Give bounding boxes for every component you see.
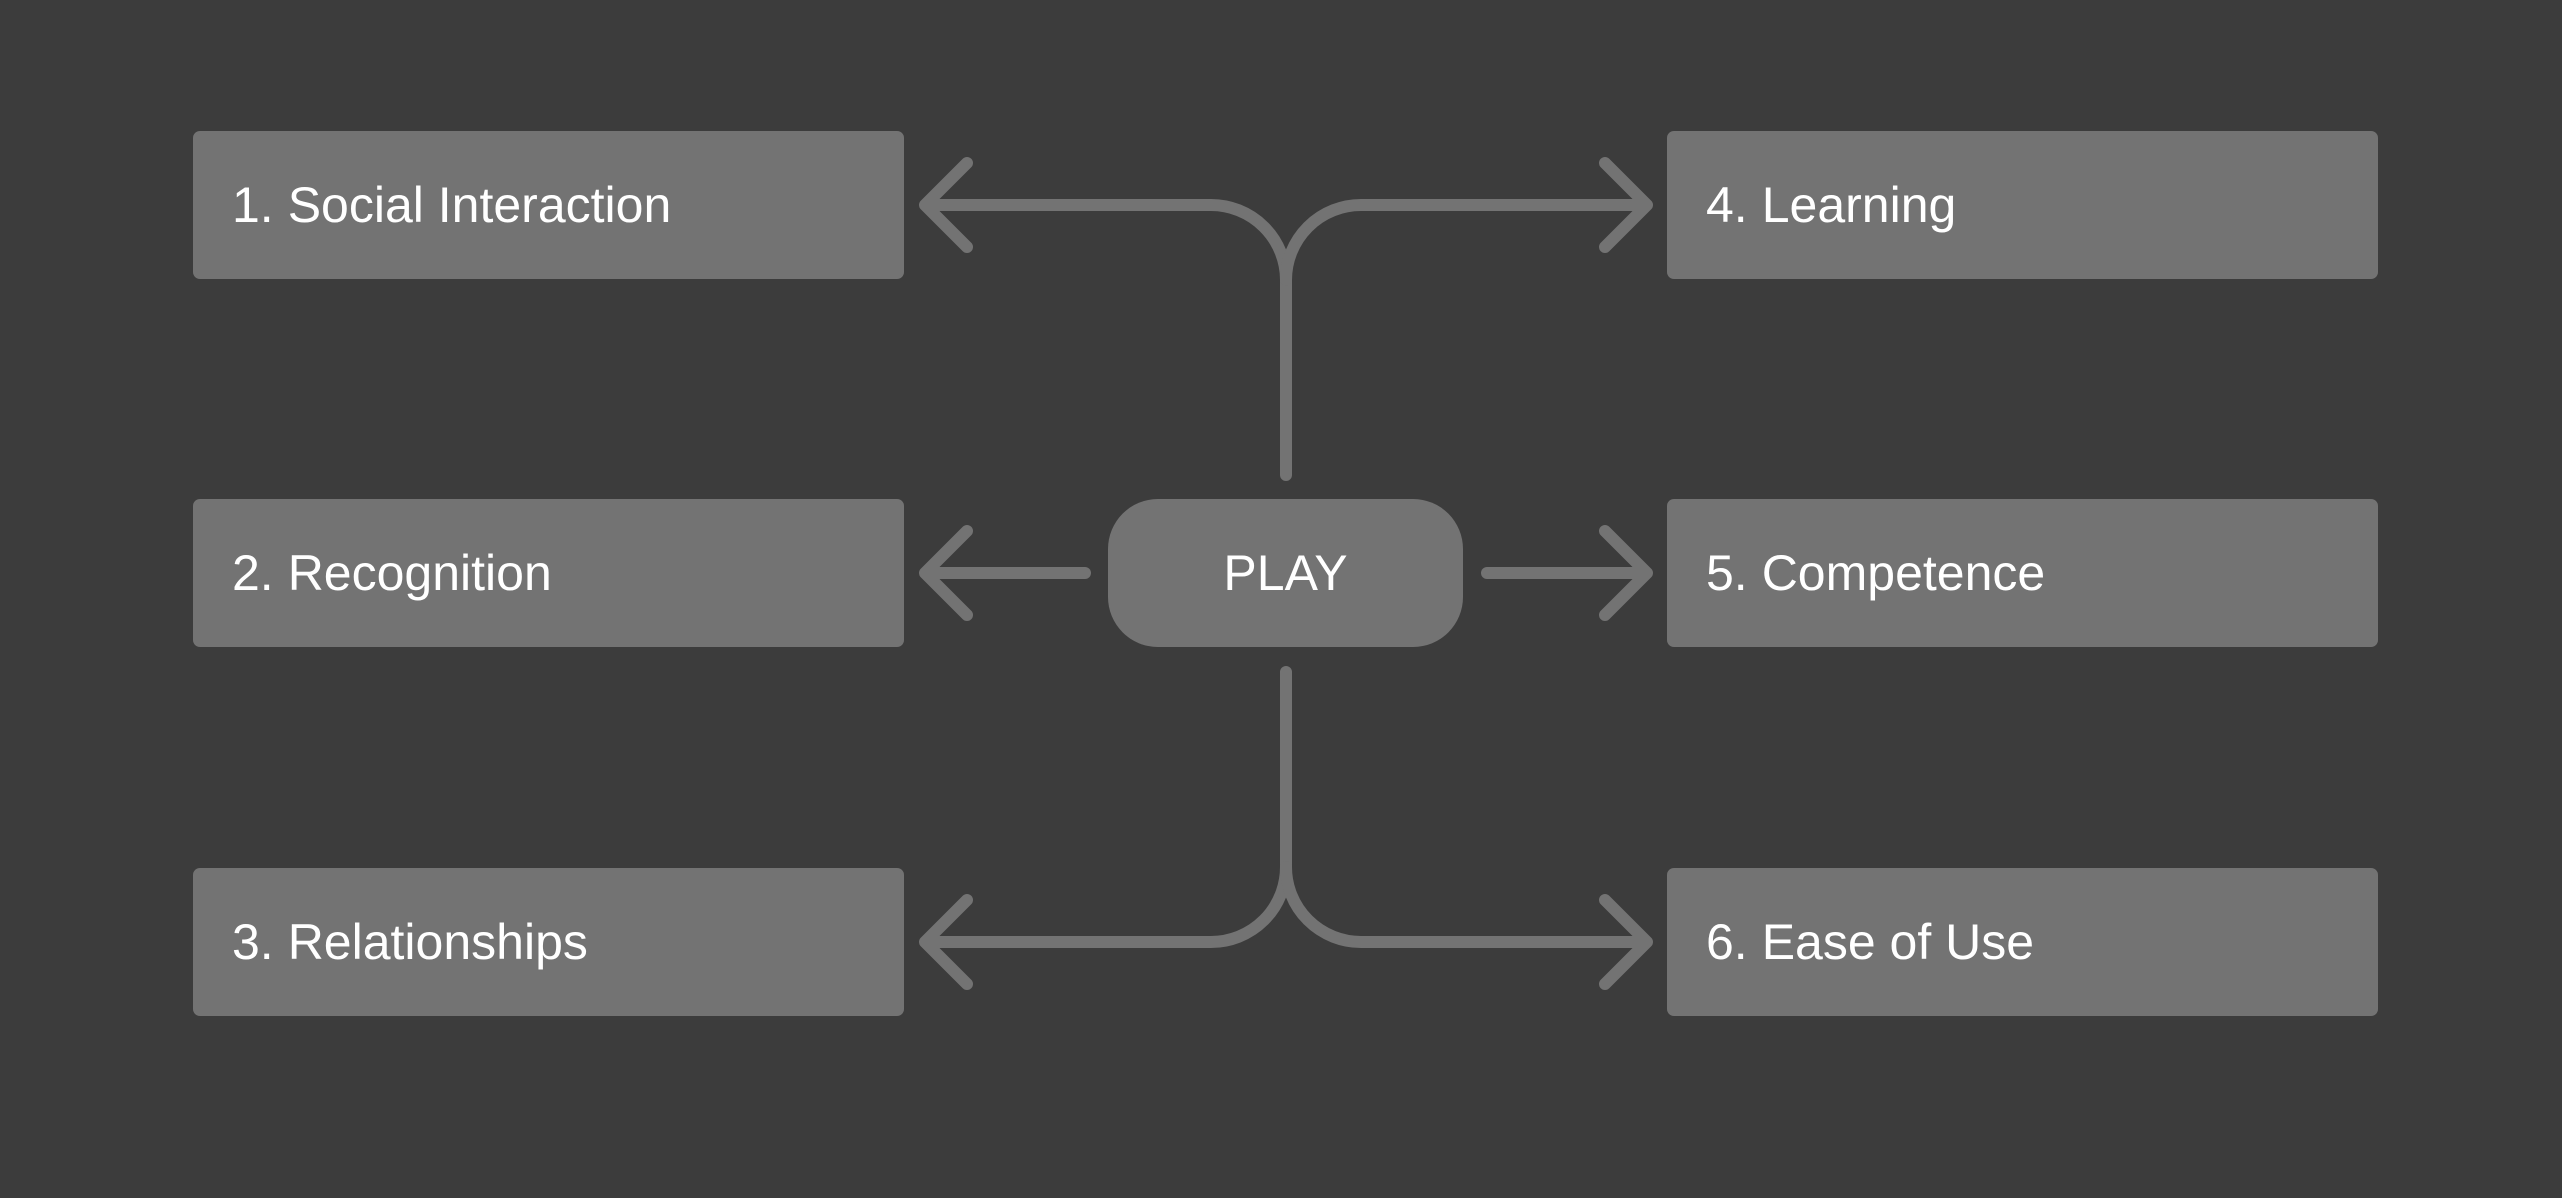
arrow-to-social-interaction xyxy=(921,199,1292,481)
node-label: Ease of Use xyxy=(1761,914,2035,970)
arrowhead-recognition xyxy=(919,525,973,621)
arrowhead-competence xyxy=(1599,525,1653,621)
node-number: 2. xyxy=(232,545,274,601)
center-node-play: PLAY xyxy=(1108,499,1463,647)
node-number: 3. xyxy=(232,914,274,970)
arrow-to-ease-of-use xyxy=(1280,861,1651,948)
node-relationships: 3. Relationships xyxy=(193,868,904,1016)
arrowhead-ease-of-use xyxy=(1599,894,1653,990)
node-label: Social Interaction xyxy=(287,177,672,233)
node-number: 6. xyxy=(1706,914,1748,970)
node-competence: 5. Competence xyxy=(1667,499,2378,647)
node-number: 4. xyxy=(1706,177,1748,233)
node-social-interaction: 1. Social Interaction xyxy=(193,131,904,279)
arrowhead-social-interaction xyxy=(919,157,973,253)
node-learning: 4. Learning xyxy=(1667,131,2378,279)
node-label: Recognition xyxy=(287,545,552,601)
arrow-to-learning xyxy=(1280,199,1651,286)
node-label: Relationships xyxy=(287,914,588,970)
arrow-to-relationships xyxy=(921,666,1292,948)
node-recognition: 2. Recognition xyxy=(193,499,904,647)
node-label: Competence xyxy=(1761,545,2046,601)
node-label: Learning xyxy=(1761,177,1957,233)
node-number: 5. xyxy=(1706,545,1748,601)
arrowhead-learning xyxy=(1599,157,1653,253)
arrowhead-relationships xyxy=(919,894,973,990)
center-label: PLAY xyxy=(1223,545,1348,601)
node-ease-of-use: 6. Ease of Use xyxy=(1667,868,2378,1016)
node-number: 1. xyxy=(232,177,274,233)
